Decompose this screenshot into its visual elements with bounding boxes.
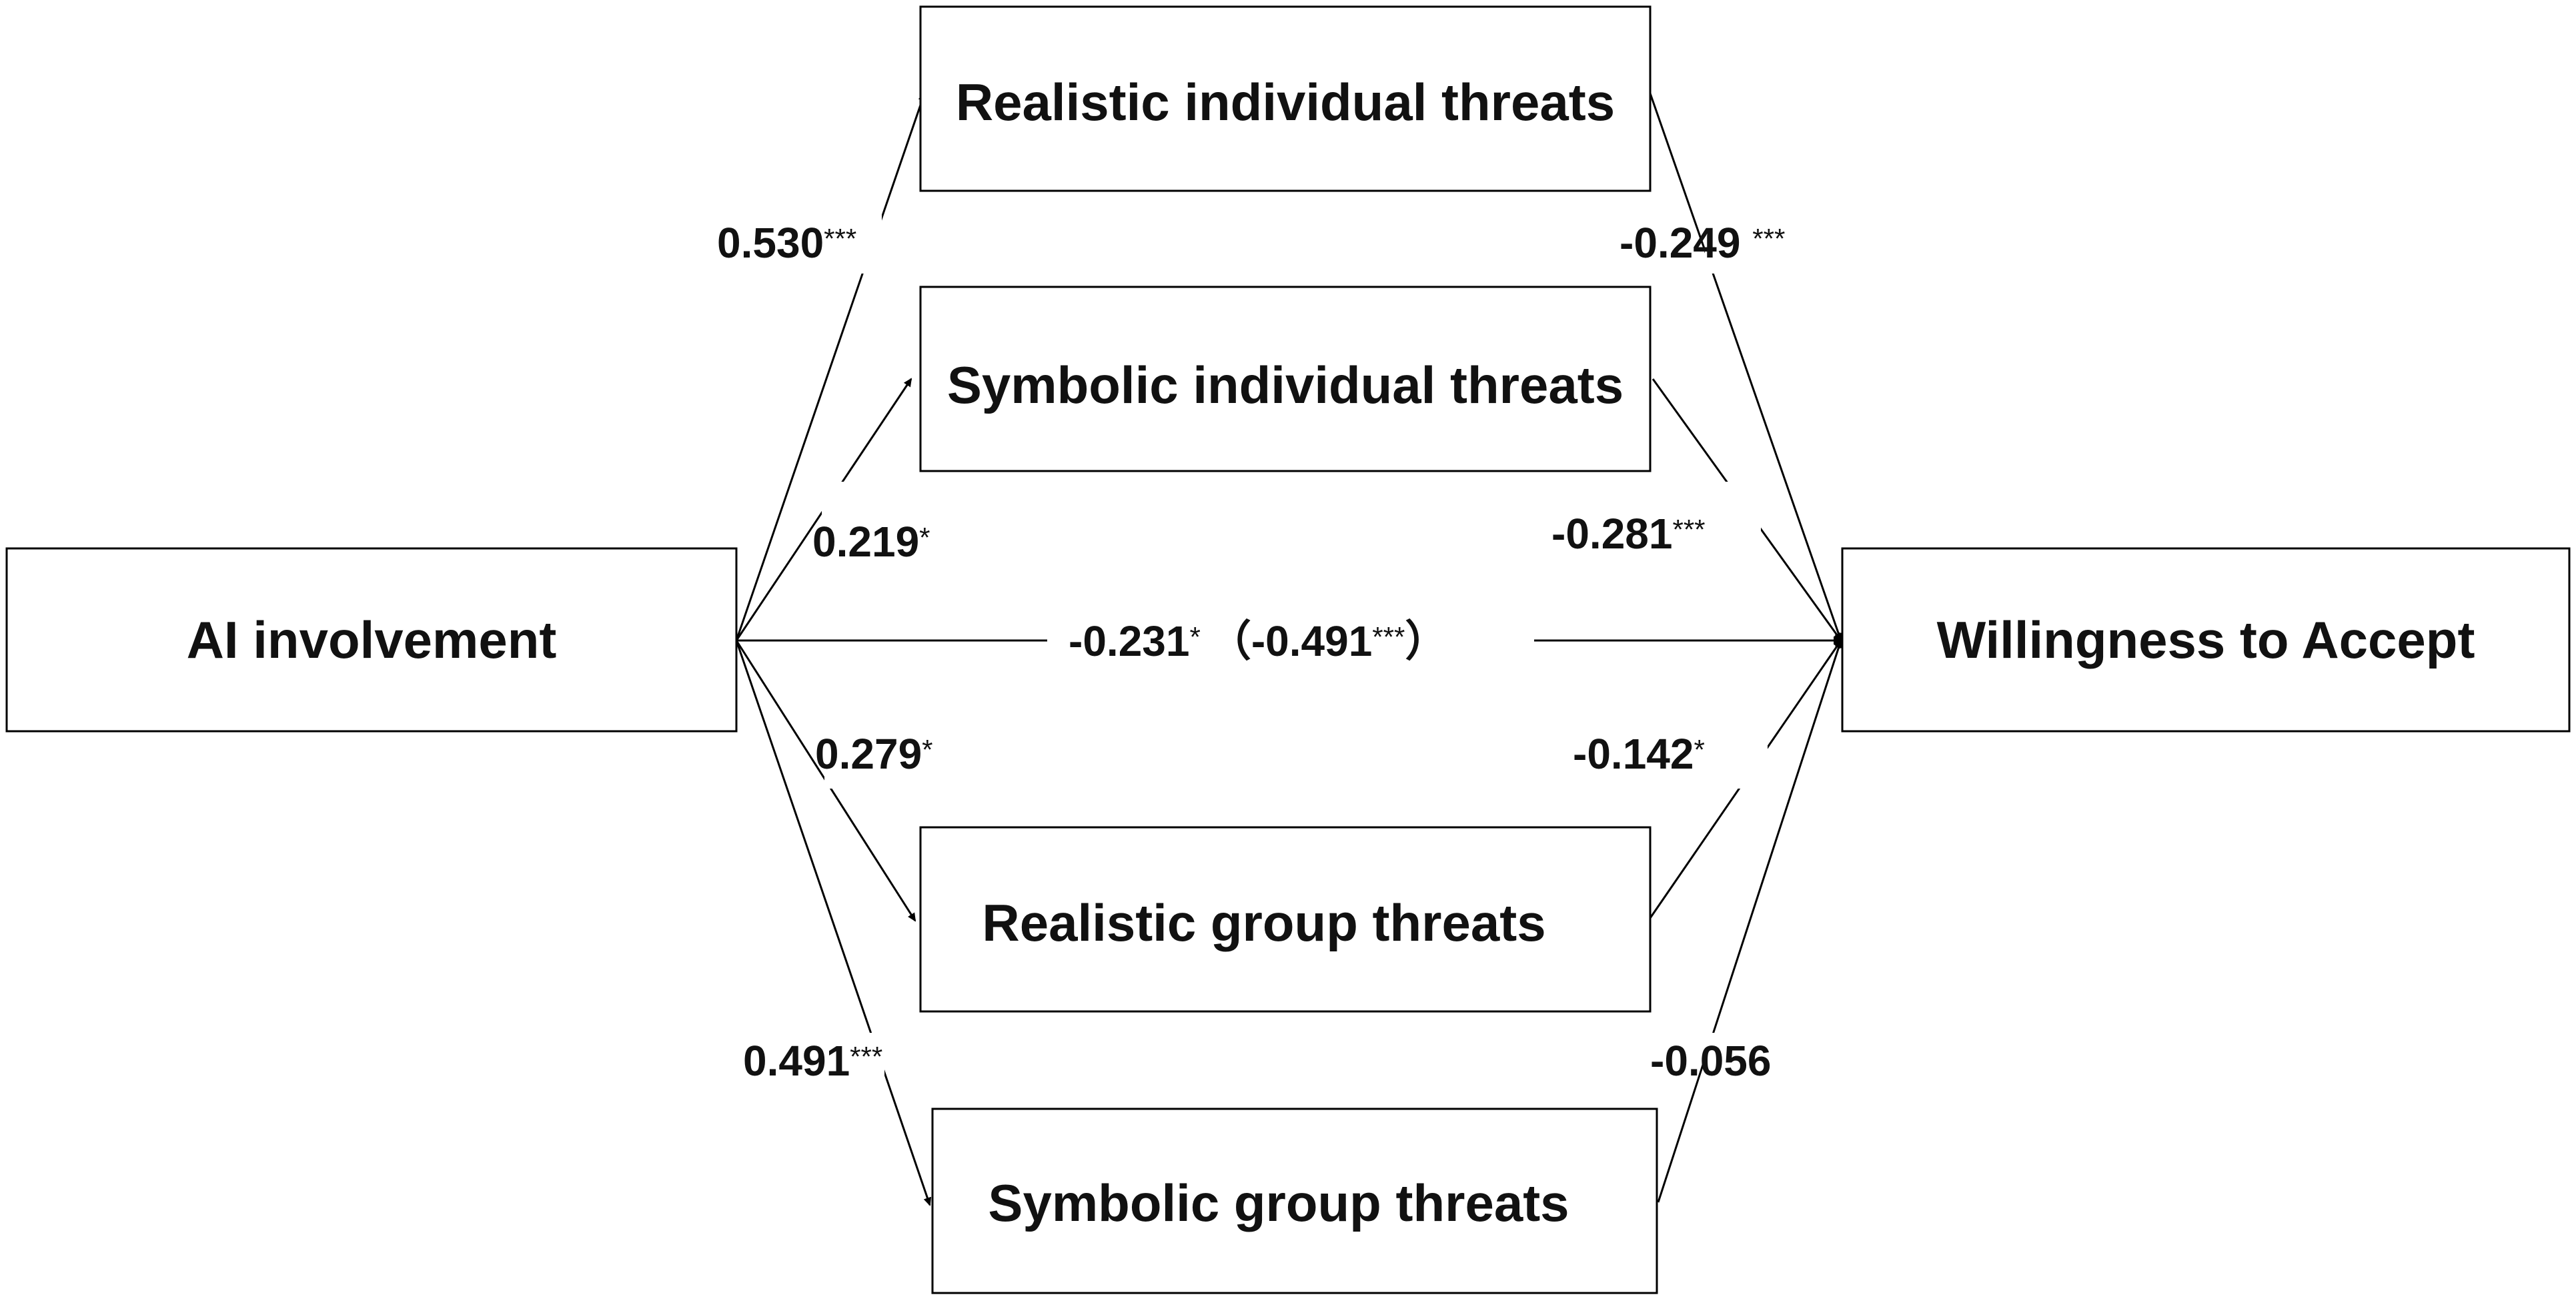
node-realistic-group-label: Realistic group threats (982, 893, 1545, 952)
coef-a-realistic-individual: 0.530*** (717, 219, 856, 267)
edge-ai-to-symbolic-group (735, 640, 932, 1206)
coef-direct-effect: -0.231*（-0.491***） (1069, 617, 1447, 665)
node-ai-involvement: AI involvement (5, 547, 738, 733)
node-realistic-individual-threats: Realistic individual threats (919, 5, 1652, 192)
coef-b-symbolic-group: -0.056 (1650, 1037, 1771, 1085)
coef-a-symbolic-individual: 0.219* (812, 518, 930, 566)
node-realistic-group-threats: Realistic group threats (919, 826, 1652, 1013)
node-realistic-individual-label: Realistic individual threats (956, 73, 1615, 131)
node-symbolic-group-label: Symbolic group threats (988, 1174, 1569, 1232)
node-willingness-label: Willingness to Accept (1937, 610, 2475, 669)
coef-a-realistic-group: 0.279* (815, 730, 933, 778)
node-symbolic-group-threats: Symbolic group threats (931, 1108, 1658, 1294)
node-symbolic-individual-label: Symbolic individual threats (947, 356, 1624, 414)
coef-b-symbolic-individual: -0.281*** (1551, 510, 1706, 558)
node-symbolic-individual-threats: Symbolic individual threats (919, 286, 1652, 472)
node-willingness-to-accept: Willingness to Accept (1841, 547, 2571, 733)
edge-symbolic-group-to-willingness (1657, 639, 1843, 1203)
edge-realistic-individual-to-willingness (1649, 93, 1843, 642)
coef-b-realistic-group: -0.142* (1573, 730, 1705, 778)
coef-a-symbolic-group: 0.491*** (743, 1037, 882, 1085)
coef-b-realistic-individual: -0.249 *** (1620, 219, 1785, 267)
node-ai-involvement-label: AI involvement (187, 610, 557, 669)
edge-ai-to-realistic-individual (735, 92, 926, 641)
